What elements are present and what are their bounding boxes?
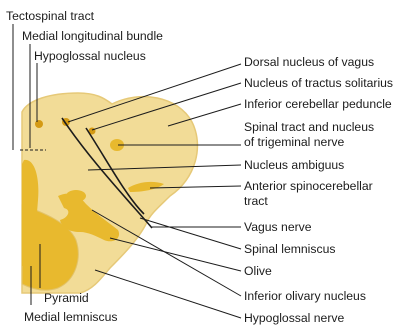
label-pyramid: Pyramid: [44, 291, 89, 305]
label-medial-lemniscus: Medial lemniscus: [24, 310, 117, 324]
medulla-section: [22, 93, 197, 293]
label-hypoglossal-nucleus: Hypoglossal nucleus: [34, 49, 146, 63]
label-anterior-spinocerebellar-line1: Anterior spinocerebellar: [244, 179, 373, 193]
label-nucleus-ambiguus: Nucleus ambiguus: [244, 158, 344, 172]
label-hypoglossal-nerve: Hypoglossal nerve: [244, 311, 344, 325]
leader-spinal-lemniscus: [140, 218, 241, 249]
label-spinal-tract-line1: Spinal tract and nucleus: [244, 120, 374, 134]
label-inferior-olivary-nucleus: Inferior olivary nucleus: [244, 289, 366, 303]
label-vagus-nerve: Vagus nerve: [244, 220, 312, 234]
label-spinal-tract-line2: of trigeminal nerve: [244, 135, 344, 149]
label-tectospinal-tract: Tectospinal tract: [6, 9, 95, 23]
label-dorsal-nucleus-of-vagus: Dorsal nucleus of vagus: [244, 55, 374, 69]
label-nucleus-of-tractus-solitarius: Nucleus of tractus solitarius: [244, 76, 393, 90]
label-olive: Olive: [244, 264, 272, 278]
label-medial-longitudinal-bundle: Medial longitudinal bundle: [22, 29, 163, 43]
label-inferior-cerebellar-peduncle: Inferior cerebellar peduncle: [244, 97, 392, 111]
hypoglossal-nucleus-dot: [35, 120, 43, 128]
label-anterior-spinocerebellar-line2: tract: [244, 194, 268, 208]
label-spinal-lemniscus: Spinal lemniscus: [244, 242, 335, 256]
nucleus-ambiguus-shape: [66, 190, 86, 202]
